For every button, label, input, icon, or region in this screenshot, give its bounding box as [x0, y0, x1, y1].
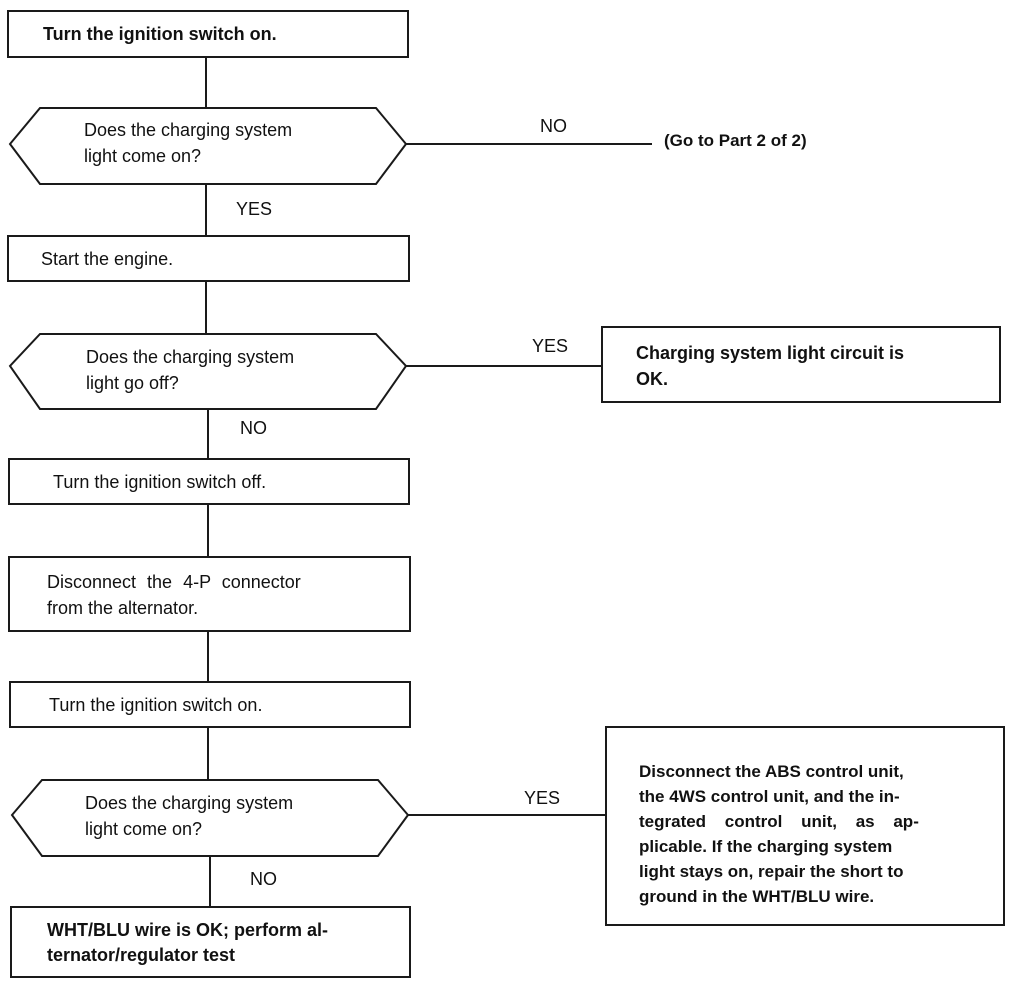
- decision-3-line-2: light come on?: [85, 819, 203, 839]
- step-line-2: from the alternator.: [47, 598, 199, 618]
- result-line-1: Charging system light circuit is: [636, 343, 905, 363]
- label-yes: YES: [236, 199, 273, 219]
- step-text: Turn the ignition switch on.: [49, 695, 263, 715]
- result-wht-blu-ok: WHT/BLU wire is OK; perform al- ternator…: [10, 906, 411, 978]
- step-line-1: Disconnect the 4-P connector: [47, 572, 301, 592]
- label-no: NO: [240, 418, 267, 438]
- result-line-1: WHT/BLU wire is OK; perform al-: [47, 920, 329, 940]
- step-disconnect-connector: Disconnect the 4-P connector from the al…: [8, 556, 411, 632]
- step-turn-ignition-off: Turn the ignition switch off.: [8, 458, 410, 505]
- abs-line-4: plicable. If the charging system: [639, 837, 893, 856]
- decision-shape-3: [10, 779, 410, 857]
- step-text: Turn the ignition switch off.: [53, 472, 267, 492]
- decision-1-line-1: Does the charging system: [84, 120, 293, 140]
- step-turn-ignition-on-2: Turn the ignition switch on.: [9, 681, 411, 728]
- decision-shape-1: [8, 107, 408, 185]
- label-no: NO: [250, 869, 277, 889]
- label-yes: YES: [532, 336, 569, 356]
- abs-line-3: tegrated control unit, as ap-: [639, 812, 919, 831]
- abs-line-5: light stays on, repair the short to: [639, 862, 904, 881]
- step-turn-ignition-on: Turn the ignition switch on.: [7, 10, 409, 58]
- decision-2-line-1: Does the charging system: [86, 347, 295, 367]
- abs-line-1: Disconnect the ABS control unit,: [639, 762, 904, 781]
- result-light-circuit-ok: Charging system light circuit is OK.: [601, 326, 1001, 403]
- decision-shape-2: [8, 333, 408, 410]
- result-line-2: OK.: [636, 369, 669, 389]
- decision-2-line-2: light go off?: [86, 373, 179, 393]
- abs-line-2: the 4WS control unit, and the in-: [639, 787, 900, 806]
- step-text: Turn the ignition switch on.: [43, 24, 277, 44]
- goto-part-2: (Go to Part 2 of 2): [664, 131, 807, 150]
- label-no: NO: [540, 116, 567, 136]
- step-text: Start the engine.: [41, 249, 174, 269]
- result-line-2: ternator/regulator test: [47, 945, 236, 965]
- decision-3-line-1: Does the charging system: [85, 793, 294, 813]
- step-start-engine: Start the engine.: [7, 235, 410, 282]
- result-disconnect-abs: Disconnect the ABS control unit, the 4WS…: [605, 726, 1005, 926]
- abs-line-6: ground in the WHT/BLU wire.: [639, 887, 875, 906]
- decision-1-line-2: light come on?: [84, 146, 202, 166]
- label-yes: YES: [524, 788, 561, 808]
